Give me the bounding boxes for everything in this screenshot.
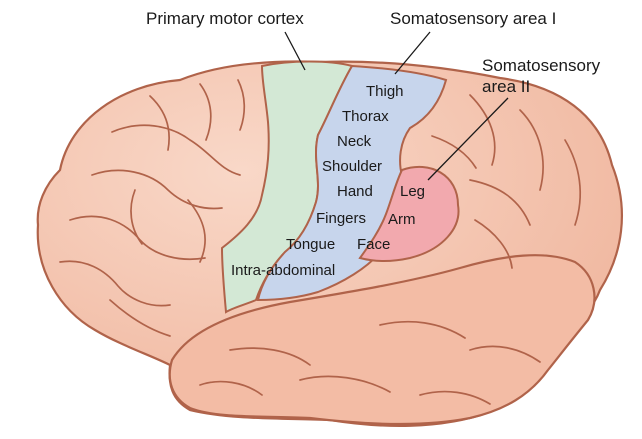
somatosensory-area-two-label-line1: Somatosensory [482, 56, 601, 75]
body-part-label: Face [357, 236, 390, 253]
body-part-label: Arm [388, 211, 416, 228]
body-part-label: Hand [337, 183, 373, 200]
body-part-label: Intra-abdominal [231, 262, 335, 279]
somatosensory-area-one-label: Somatosensory area I [390, 9, 556, 28]
body-part-label: Thorax [342, 108, 389, 125]
body-part-label: Thigh [366, 83, 404, 100]
body-part-label: Tongue [286, 236, 335, 253]
body-part-label: Fingers [316, 210, 366, 227]
body-part-label: Shoulder [322, 158, 382, 175]
somatosensory-area-two-label-line2: area II [482, 77, 530, 96]
primary-motor-cortex-label: Primary motor cortex [146, 9, 304, 28]
body-part-label: Neck [337, 133, 372, 150]
body-part-label: Leg [400, 183, 425, 200]
